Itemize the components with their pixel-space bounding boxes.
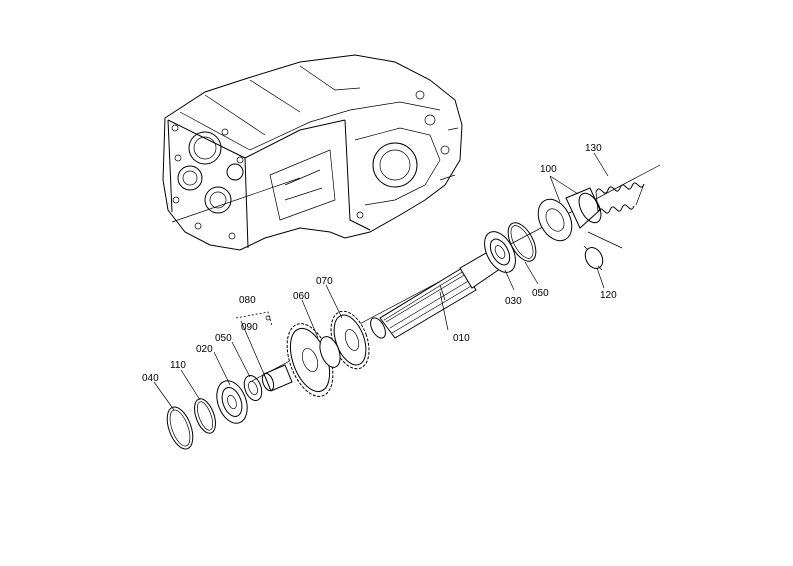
leader-lines — [153, 152, 623, 411]
gear-080 — [330, 310, 370, 370]
label-080: 070 — [316, 276, 333, 287]
label-120: 110 — [170, 360, 186, 371]
label-140: 130 — [585, 143, 602, 154]
label-070: 060 — [293, 291, 310, 302]
label-130: 120 — [600, 290, 617, 301]
label-020: 020 — [196, 344, 213, 355]
label-040: 040 — [142, 373, 159, 384]
part-labels: 010 020 030 040 050 050 060 070 080 090 … — [142, 143, 617, 384]
label-090: 080 — [239, 295, 256, 306]
circlip-130 — [583, 245, 604, 271]
label-010: 010 — [453, 333, 470, 344]
snap-ring-120 — [194, 398, 216, 434]
label-060: 050 — [215, 333, 232, 344]
label-050-upper: 050 — [532, 288, 549, 299]
label-100: 090 — [241, 322, 258, 333]
bearing-020 — [216, 380, 248, 424]
coupling-110 — [537, 187, 602, 242]
label-030: 030 — [505, 296, 522, 307]
pin-090 — [235, 311, 273, 327]
snap-ring-050-upper — [507, 222, 537, 262]
label-110: 100 — [540, 164, 557, 175]
spacer-100 — [261, 364, 293, 392]
snap-ring-040 — [166, 406, 194, 450]
washer-060 — [243, 374, 263, 402]
gear-070 — [286, 323, 341, 397]
bearing-030 — [484, 231, 516, 273]
transmission-housing — [162, 54, 463, 251]
spring-140 — [595, 182, 645, 214]
